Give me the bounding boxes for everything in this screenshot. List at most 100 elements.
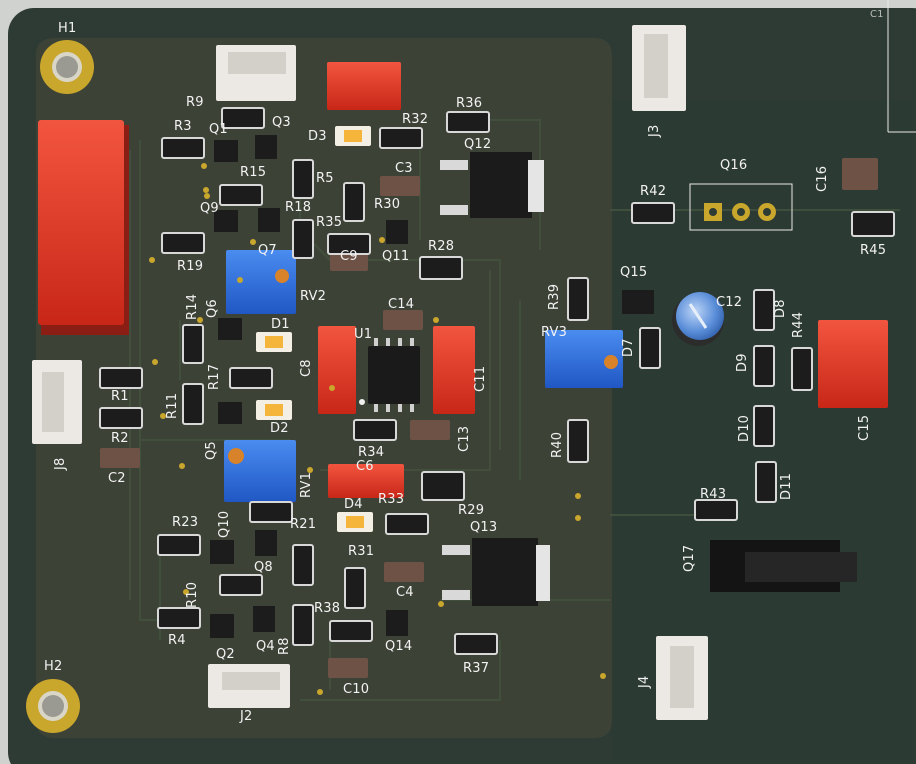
silkscreen-label-c1: C1	[870, 9, 884, 20]
silkscreen-label-h2: H2	[44, 659, 63, 674]
silkscreen-label-q1: Q1	[209, 122, 228, 137]
diode-d11	[755, 461, 777, 503]
diode-d7	[639, 327, 661, 369]
silkscreen-label-rv2: RV2	[300, 289, 327, 304]
silkscreen-label-q7: Q7	[258, 243, 277, 258]
connector-j4	[656, 636, 708, 720]
resistor-r23	[157, 534, 201, 556]
electrolytic-capacitor-c12	[672, 292, 724, 346]
resistor-r29	[421, 471, 465, 501]
transistor-q8	[255, 530, 277, 556]
resistor-r28	[419, 256, 463, 280]
resistor-r14	[182, 324, 204, 364]
led-d2	[256, 400, 292, 420]
transistor-q10	[210, 540, 234, 564]
silkscreen-label-q16: Q16	[720, 158, 748, 173]
capacitor-c10	[328, 658, 368, 678]
silkscreen-label-d8: D8	[773, 299, 788, 318]
silkscreen-label-u1: U1	[354, 327, 373, 342]
capacitor-c13	[410, 420, 450, 440]
film-capacitor-c6	[328, 464, 404, 498]
transistor-q5	[218, 402, 242, 424]
silkscreen-label-r38: R38	[314, 601, 341, 616]
film-capacitor-c11	[433, 326, 475, 414]
ic-u1	[359, 338, 420, 412]
silkscreen-label-c14: C14	[388, 297, 415, 312]
transistor-q9	[214, 210, 238, 232]
silkscreen-label-c16: C16	[815, 165, 830, 192]
silkscreen-label-r37: R37	[463, 661, 490, 676]
silkscreen-label-r17: R17	[207, 363, 222, 390]
resistor-r40	[567, 419, 589, 463]
resistor-r10r	[219, 574, 263, 596]
silkscreen-label-r30: R30	[374, 197, 401, 212]
capacitor-c14	[383, 310, 423, 330]
silkscreen-label-q14: Q14	[385, 639, 413, 654]
silkscreen-label-r8: R8	[277, 637, 292, 655]
led-d3	[335, 126, 371, 146]
resistor-r8	[292, 604, 314, 646]
resistor-r18r	[292, 219, 314, 259]
silkscreen-label-c12: C12	[716, 295, 743, 310]
resistor-r37	[454, 633, 498, 655]
silkscreen-label-r15: R15	[240, 165, 267, 180]
silkscreen-label-q8: Q8	[254, 560, 273, 575]
silkscreen-label-r44: R44	[791, 311, 806, 338]
transistor-q14	[386, 610, 408, 636]
silkscreen-label-c2: C2	[108, 471, 126, 486]
mosfet-q12	[440, 152, 544, 218]
silkscreen-label-c6: C6	[356, 459, 374, 474]
resistor-r3	[161, 137, 205, 159]
transistor-q11	[386, 220, 408, 244]
resistor-r19	[161, 232, 205, 254]
silkscreen-label-q2: Q2	[216, 647, 235, 662]
transistor-q17	[710, 540, 857, 592]
resistor-r35	[327, 233, 371, 255]
silkscreen-label-q5: Q5	[204, 441, 219, 460]
diode-d9	[753, 345, 775, 387]
resistor-r9	[221, 107, 265, 129]
diode-d10	[753, 405, 775, 447]
resistor-r11	[182, 383, 204, 425]
silkscreen-label-q12: Q12	[464, 137, 492, 152]
silkscreen-label-d2: D2	[270, 421, 289, 436]
resistor-r4	[157, 607, 201, 629]
silkscreen-label-q4: Q4	[256, 639, 275, 654]
resistor-r21r	[249, 501, 293, 523]
silkscreen-label-h1: H1	[58, 21, 77, 36]
silkscreen-label-q6: Q6	[205, 299, 220, 318]
silkscreen-label-c8: C8	[299, 359, 314, 377]
resistor-r2r	[99, 407, 143, 429]
silkscreen-label-r18: R18	[285, 200, 312, 215]
diode-d8	[753, 289, 775, 331]
transistor-q4	[253, 606, 275, 632]
silkscreen-label-q9: Q9	[200, 201, 219, 216]
transistor-q2	[210, 614, 234, 638]
film-capacitor-c1	[38, 120, 129, 335]
silkscreen-label-c11: C11	[473, 365, 488, 392]
connector-j9	[216, 45, 296, 101]
silkscreen-label-q11: Q11	[382, 249, 410, 264]
silkscreen-label-r42: R42	[640, 184, 667, 199]
silkscreen-label-c4: C4	[396, 585, 414, 600]
silkscreen-label-r9: R9	[186, 95, 204, 110]
footprint-q16	[689, 183, 793, 231]
silkscreen-label-d1: D1	[271, 317, 290, 332]
silkscreen-label-r10: R10	[185, 581, 200, 608]
silkscreen-label-j3: J3	[647, 124, 662, 137]
capacitor-c16	[842, 158, 878, 190]
connector-j3	[632, 25, 686, 111]
silkscreen-label-r33: R33	[378, 492, 405, 507]
led-d1	[256, 332, 292, 352]
silkscreen-label-r43: R43	[700, 487, 727, 502]
connector-j8	[32, 360, 82, 444]
resistor-r42	[631, 202, 675, 224]
silkscreen-label-d9: D9	[735, 353, 750, 372]
capacitor-c3	[380, 176, 420, 196]
resistor-r32	[379, 127, 423, 149]
resistor-r38	[329, 620, 373, 642]
transistor-q7	[258, 208, 280, 232]
resistor-r15	[219, 184, 263, 206]
